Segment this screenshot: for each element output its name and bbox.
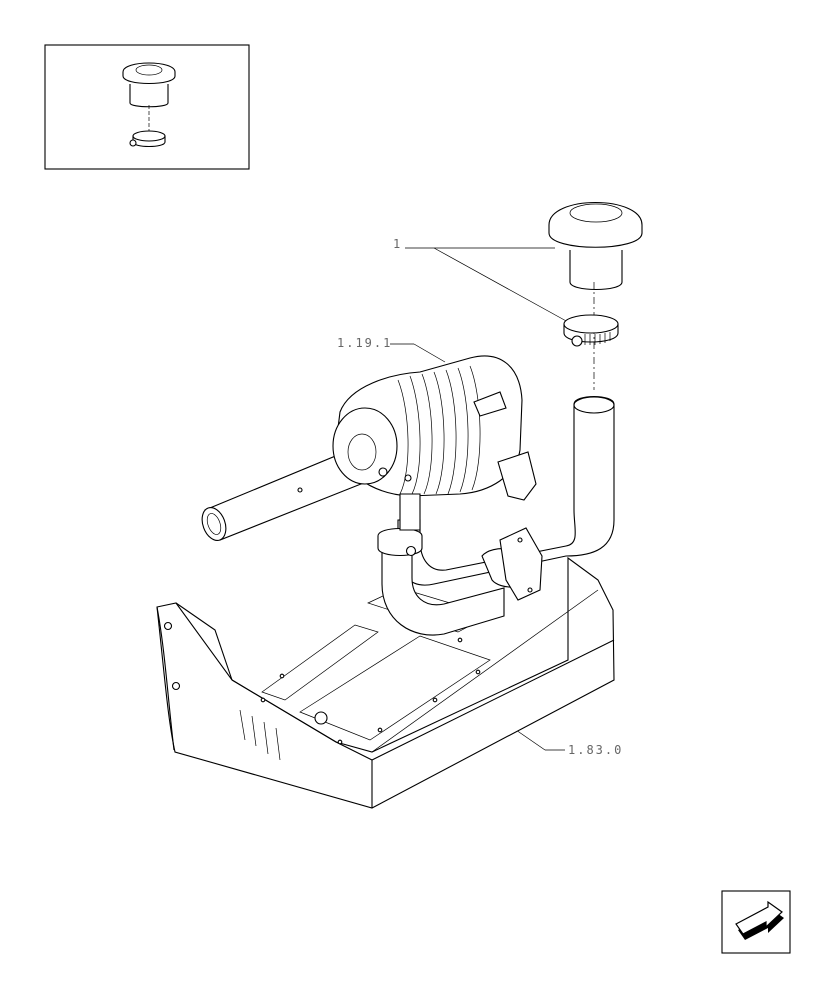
- hood-panel: [156, 556, 615, 809]
- air-filter-housing: [201, 355, 537, 541]
- next-page-arrow-icon[interactable]: [721, 890, 791, 954]
- callout-leaders: [390, 247, 569, 751]
- callout-1-19-1: 1.19.1: [337, 336, 392, 350]
- intake-pipe: [377, 395, 615, 636]
- callout-1: 1: [393, 237, 402, 251]
- inset-detail-box: [44, 44, 250, 170]
- callout-1-83-0: 1.83.0: [568, 743, 623, 757]
- pre-cleaner-cap: [548, 202, 643, 390]
- hose-clamp: [563, 314, 619, 347]
